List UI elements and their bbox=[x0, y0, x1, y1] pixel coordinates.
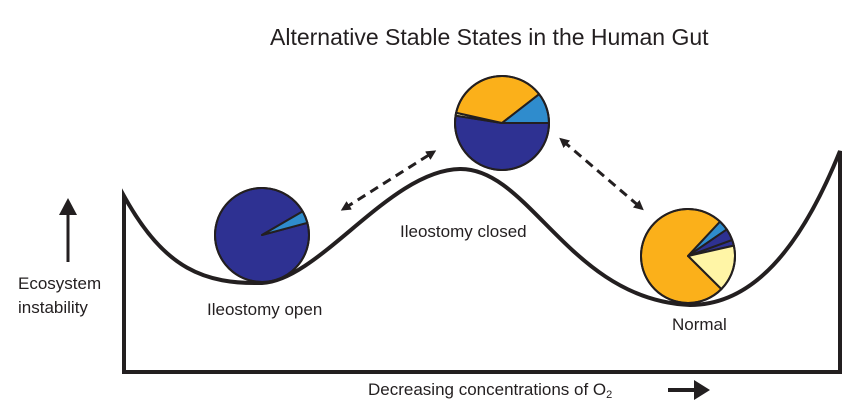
x-axis-arrow bbox=[668, 380, 710, 400]
pie-normal bbox=[640, 208, 736, 304]
x-axis-label-subscript: 2 bbox=[606, 389, 613, 401]
pie-ileostomy-open bbox=[214, 187, 310, 283]
transition-arrow-closed-normal bbox=[559, 137, 644, 211]
x-axis-label-text: Decreasing concentrations of O bbox=[368, 380, 607, 399]
y-axis-label-line-2: instability bbox=[18, 298, 88, 317]
pie-normal-outline bbox=[640, 208, 736, 304]
y-axis-arrow bbox=[59, 198, 77, 262]
landscape-curve bbox=[122, 150, 842, 374]
state-label-ileostomy-closed: Ileostomy closed bbox=[400, 222, 527, 241]
pie-ileostomy-open-outline bbox=[214, 187, 310, 283]
diagram-title: Alternative Stable States in the Human G… bbox=[270, 24, 709, 50]
pie-ileostomy-closed-outline bbox=[454, 75, 550, 171]
x-axis-label: Decreasing concentrations of O2 bbox=[368, 380, 612, 401]
state-label-normal: Normal bbox=[672, 315, 727, 334]
y-axis-label-line-1: Ecosystem bbox=[18, 274, 102, 293]
pie-ileostomy-closed bbox=[454, 75, 550, 171]
transition-arrow-open-closed bbox=[340, 150, 437, 211]
state-label-ileostomy-open: Ileostomy open bbox=[207, 300, 323, 319]
